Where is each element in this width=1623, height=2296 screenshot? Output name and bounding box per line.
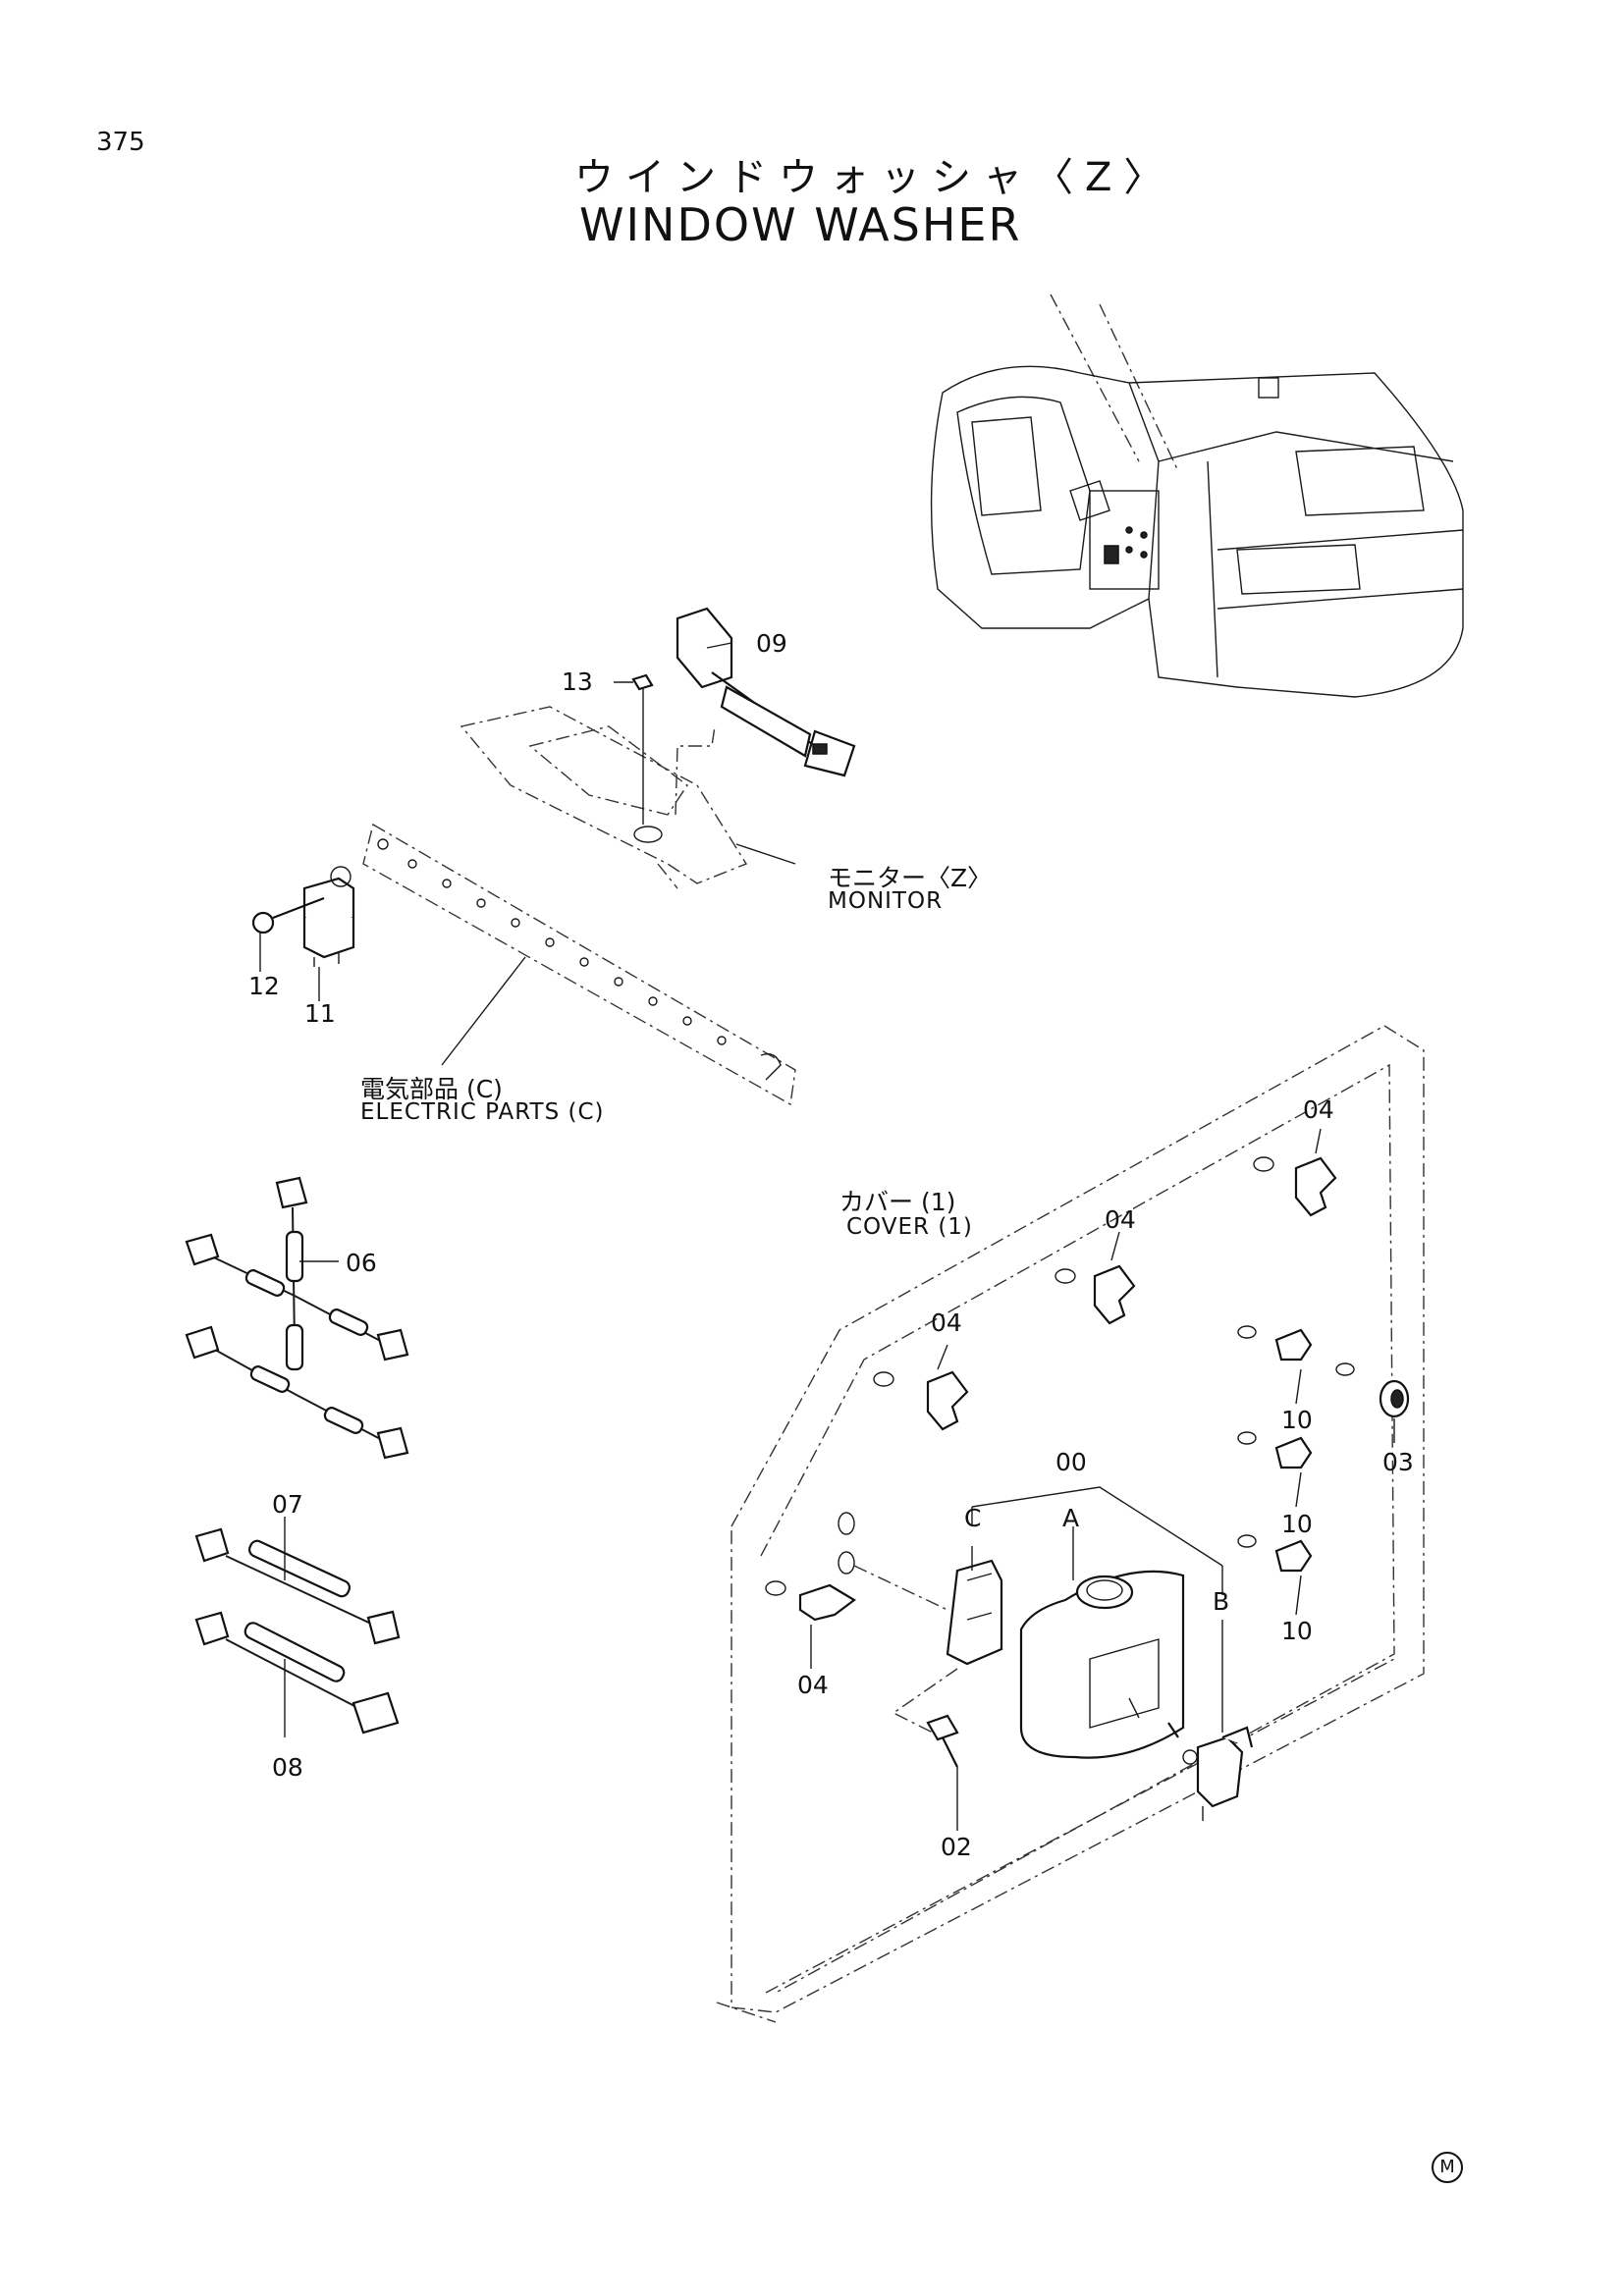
electric-parts-label-en: ELECTRIC PARTS (C) (360, 1099, 605, 1125)
electric-parts-label-jp: 電気部品 (C) (360, 1075, 503, 1103)
title-english: WINDOW WASHER (579, 198, 1022, 251)
callout-13: 13 (562, 667, 593, 696)
monitor-bracket (460, 687, 748, 889)
callout-04: 04 (1105, 1205, 1136, 1234)
callout-04: 04 (931, 1308, 962, 1337)
part-11-relay (302, 866, 355, 967)
part-03-grommet (1335, 1362, 1410, 1418)
monitor-label-jp: モニター〈Z〉 (828, 864, 993, 892)
part-09-switch (676, 607, 856, 777)
part-10-clips (1237, 1325, 1313, 1573)
callout-10: 10 (1281, 1406, 1313, 1434)
callout-04: 04 (797, 1671, 829, 1699)
callout-03: 03 (1382, 1448, 1414, 1476)
part-13-tag (631, 673, 654, 691)
electric-parts-rail (362, 823, 796, 1106)
part-04-clips (765, 1156, 1337, 1622)
callout-12: 12 (248, 972, 280, 1000)
callout-10: 10 (1281, 1617, 1313, 1645)
part-06-harness (185, 1176, 409, 1460)
callout-06: 06 (346, 1249, 377, 1277)
bracket-c (853, 1559, 1003, 1738)
callout-09: 09 (756, 629, 787, 658)
washer-tank-assembly (926, 1570, 1254, 1821)
callout-sub-c: C (964, 1504, 982, 1532)
callout-02: 02 (941, 1833, 972, 1861)
excavator-overview (930, 294, 1464, 698)
part-12-bolt (251, 896, 325, 934)
callout-04: 04 (1303, 1095, 1334, 1124)
cover-hole (838, 1551, 855, 1575)
title-japanese: ウインドウォッシャ〈Z〉 (574, 155, 1175, 200)
callout-08: 08 (272, 1753, 303, 1782)
footer-mark-icon: M (1432, 2152, 1463, 2183)
callout-sub-a: A (1062, 1504, 1080, 1532)
callout-10: 10 (1281, 1510, 1313, 1538)
page-number: 375 (96, 128, 145, 157)
cover-label-en: COVER (1) (846, 1214, 973, 1240)
cover-hole (838, 1512, 855, 1535)
cover-frame (716, 1025, 1425, 2023)
part-08-harness (194, 1611, 400, 1735)
cover-label-jp: カバー (1) (839, 1188, 956, 1216)
callout-00: 00 (1055, 1448, 1087, 1476)
leader-lines (259, 642, 1395, 1831)
callout-sub-b: B (1213, 1587, 1230, 1616)
callout-11: 11 (304, 999, 336, 1028)
part-07-harness (194, 1527, 401, 1645)
callout-07: 07 (272, 1490, 303, 1519)
monitor-label-en: MONITOR (828, 888, 944, 914)
